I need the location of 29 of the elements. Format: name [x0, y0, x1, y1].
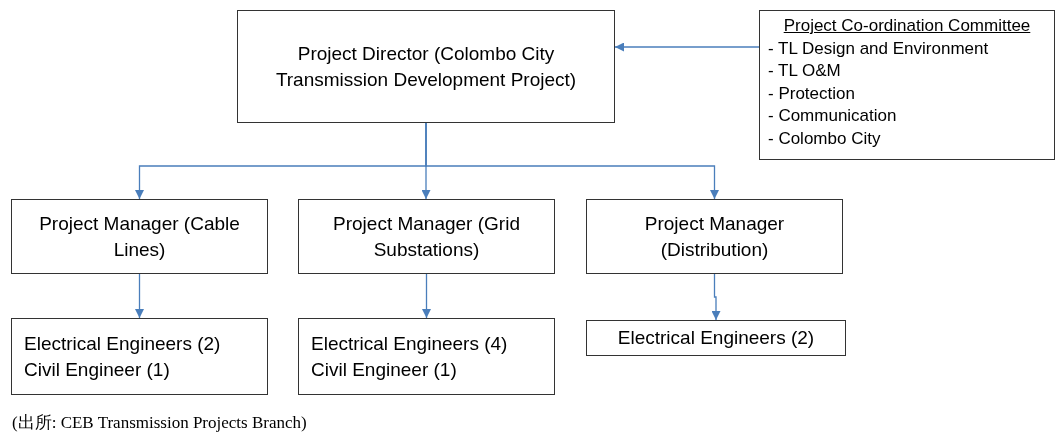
committee-member: - Colombo City — [768, 127, 882, 150]
arrow — [614, 42, 760, 52]
arrow — [135, 273, 144, 319]
arrow — [711, 273, 721, 321]
box-label: Project Manager (Grid Substations) — [332, 211, 521, 262]
box-label: Project Manager (Distribution) — [643, 211, 786, 262]
arrow — [422, 273, 431, 319]
committee-member: - Communication — [768, 105, 898, 127]
staff-label: Civil Engineer (1) — [311, 357, 457, 382]
manager-box — [298, 199, 555, 274]
committee-member: - TL Design and Environment — [768, 37, 990, 60]
staff-label: Civil Engineer (1) — [24, 357, 170, 382]
staff-label: Electrical Engineers (4) — [311, 331, 508, 356]
staff-box — [298, 318, 555, 395]
staff-box — [586, 320, 846, 356]
manager-box — [11, 199, 268, 274]
box-label: Project Manager (Cable Lines) — [38, 211, 241, 262]
director-box — [237, 10, 615, 123]
committee-heading: Project Co-ordination Committee — [783, 15, 1031, 37]
committee-box — [759, 10, 1055, 160]
manager-box — [586, 199, 843, 274]
staff-box — [11, 318, 268, 395]
committee-member: - TL O&M — [768, 60, 842, 82]
source-caption: (出所: CEB Transmission Projects Branch) — [12, 412, 307, 432]
committee-member: - Protection — [768, 82, 856, 105]
arrow — [425, 122, 719, 200]
box-label: Electrical Engineers (2) — [617, 326, 815, 350]
staff-label: Electrical Engineers (2) — [24, 331, 221, 356]
box-label: Project Director (Colombo City Transmission Development Project) — [274, 41, 578, 92]
